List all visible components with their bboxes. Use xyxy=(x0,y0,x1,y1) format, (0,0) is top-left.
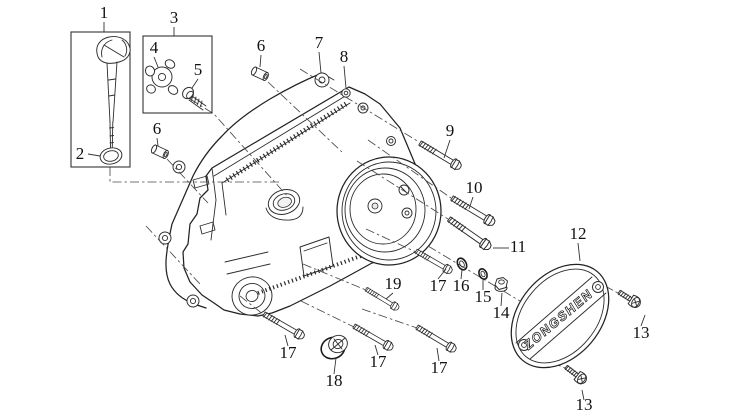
plate-screw-hole xyxy=(592,281,604,293)
callout-13: 13 xyxy=(576,395,593,412)
fitting-detail-box xyxy=(142,35,213,114)
callout-6: 6 xyxy=(153,119,162,138)
callout-12: 12 xyxy=(570,224,587,243)
dipstick-axis-line xyxy=(109,167,282,183)
cover-bolt-hole xyxy=(341,88,351,98)
drain-plug-18 xyxy=(320,334,348,360)
bolt10-axis-line xyxy=(367,139,452,199)
dipstick-detail-box xyxy=(70,31,131,168)
callout-17: 17 xyxy=(430,276,448,295)
dowel-axis-line xyxy=(166,158,209,204)
callout-17: 17 xyxy=(370,352,388,371)
gasket-bolt-tab xyxy=(172,160,186,174)
bolt9-axis-line xyxy=(299,68,420,143)
callout-2: 2 xyxy=(76,144,85,163)
cover-edge-hatching xyxy=(257,250,373,295)
washer-15 xyxy=(478,268,488,280)
union-fitting-illustration xyxy=(144,59,179,95)
bolt17-axis-line xyxy=(300,300,355,328)
callout-11: 11 xyxy=(510,237,526,256)
callout-7: 7 xyxy=(315,33,324,52)
plate-screw-hole xyxy=(518,339,530,351)
brand-band xyxy=(515,276,607,360)
bolt11-axis-line xyxy=(356,160,449,220)
o-ring-illustration xyxy=(99,147,123,165)
flange-nut-14 xyxy=(494,277,508,292)
crankcase-cover xyxy=(182,86,442,317)
gasket-axis-line xyxy=(145,225,201,285)
kickstart-boss xyxy=(224,251,273,316)
callout-1: 1 xyxy=(100,3,109,22)
dipstick-illustration xyxy=(96,36,131,155)
callout-17: 17 xyxy=(280,343,298,362)
gasket-bolt-tab xyxy=(186,294,200,308)
plate-screw-13 xyxy=(615,286,644,311)
callout-13: 13 xyxy=(633,323,650,342)
flange-bolt-9 xyxy=(416,138,464,173)
flange-bolt-17 xyxy=(414,322,459,355)
dowel-pin xyxy=(149,143,170,160)
flange-bolt-17 xyxy=(261,309,307,342)
gasket-bolt-tab xyxy=(158,231,172,245)
callout-17: 17 xyxy=(431,358,449,377)
callout-14: 14 xyxy=(493,303,511,322)
drain-screw-illustration xyxy=(182,86,207,111)
cover-bolt-ear xyxy=(386,136,396,146)
callout-5: 5 xyxy=(194,60,203,79)
gasket-bolt-tab xyxy=(314,72,330,88)
flange-bolt-17 xyxy=(351,321,396,353)
bolt17-axis-line xyxy=(361,308,418,329)
callout-4: 4 xyxy=(150,38,159,57)
callout-10: 10 xyxy=(466,178,483,197)
washer-16 xyxy=(456,257,468,271)
callout-18: 18 xyxy=(326,371,343,390)
callout-8: 8 xyxy=(340,47,349,66)
zongshen-cover-plate: ZONGSHEN xyxy=(510,263,610,369)
flange-bolt-17 xyxy=(413,246,455,276)
bolt19-axis-line xyxy=(302,263,367,291)
washer-nut-axis-line xyxy=(427,245,521,302)
callout-leader-lines xyxy=(87,22,646,401)
gasket-outline xyxy=(158,72,335,309)
callout-16: 16 xyxy=(453,276,470,295)
plate-screw-13 xyxy=(562,362,590,387)
oil-filler-neck xyxy=(265,189,304,221)
callout-6: 6 xyxy=(257,36,266,55)
bolt17-axis-line xyxy=(239,295,265,316)
face-boss xyxy=(401,207,413,219)
callout-15: 15 xyxy=(475,287,492,306)
callout-3: 3 xyxy=(170,8,179,27)
dowel-pin xyxy=(249,65,270,82)
callout-9: 9 xyxy=(446,121,455,140)
clutch-housing-circle xyxy=(336,156,442,266)
callout-19: 19 xyxy=(385,274,402,293)
